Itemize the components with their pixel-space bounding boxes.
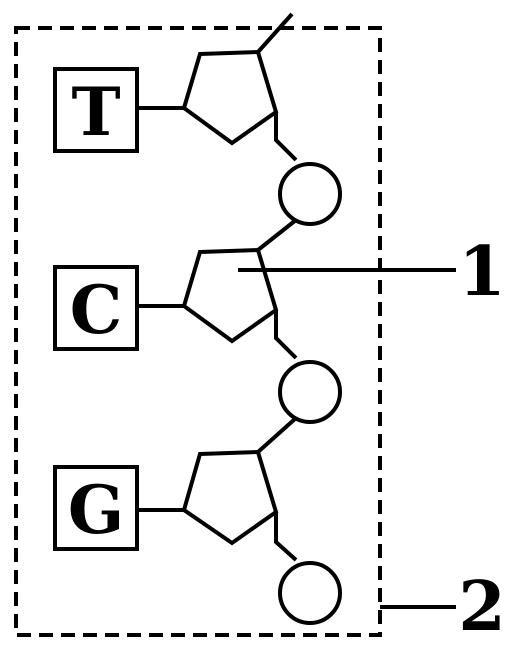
phosphate-sugar-bond-2 [256,416,298,454]
base-label-2: C [70,271,123,349]
base-label-3: G [68,471,124,549]
sugar-phosphate-bond-2 [274,310,298,360]
sugar-pentagon-3 [181,449,279,546]
sugar-phosphate-bond-1 [274,112,298,162]
nucleotide-unit-2: C [53,247,342,454]
sugar-phosphate-bond-3 [274,512,298,562]
phosphate-circle-2 [278,360,342,424]
nucleotide-unit-1: T [53,49,342,252]
backbone-top-strand [256,12,294,54]
phosphate-sugar-bond-1 [256,218,298,252]
base-label-1: T [71,73,120,151]
phosphate-circle-3 [278,561,342,625]
phosphate-circle-1 [278,162,342,226]
dashed-nucleotide-boundary [14,26,382,637]
sugar-pentagon-2 [181,247,279,344]
sugar-pentagon-1 [181,49,279,146]
nucleotide-unit-3: G [53,449,342,625]
callout-label-1: 1 [458,232,505,312]
callout-label-2: 2 [458,567,505,647]
